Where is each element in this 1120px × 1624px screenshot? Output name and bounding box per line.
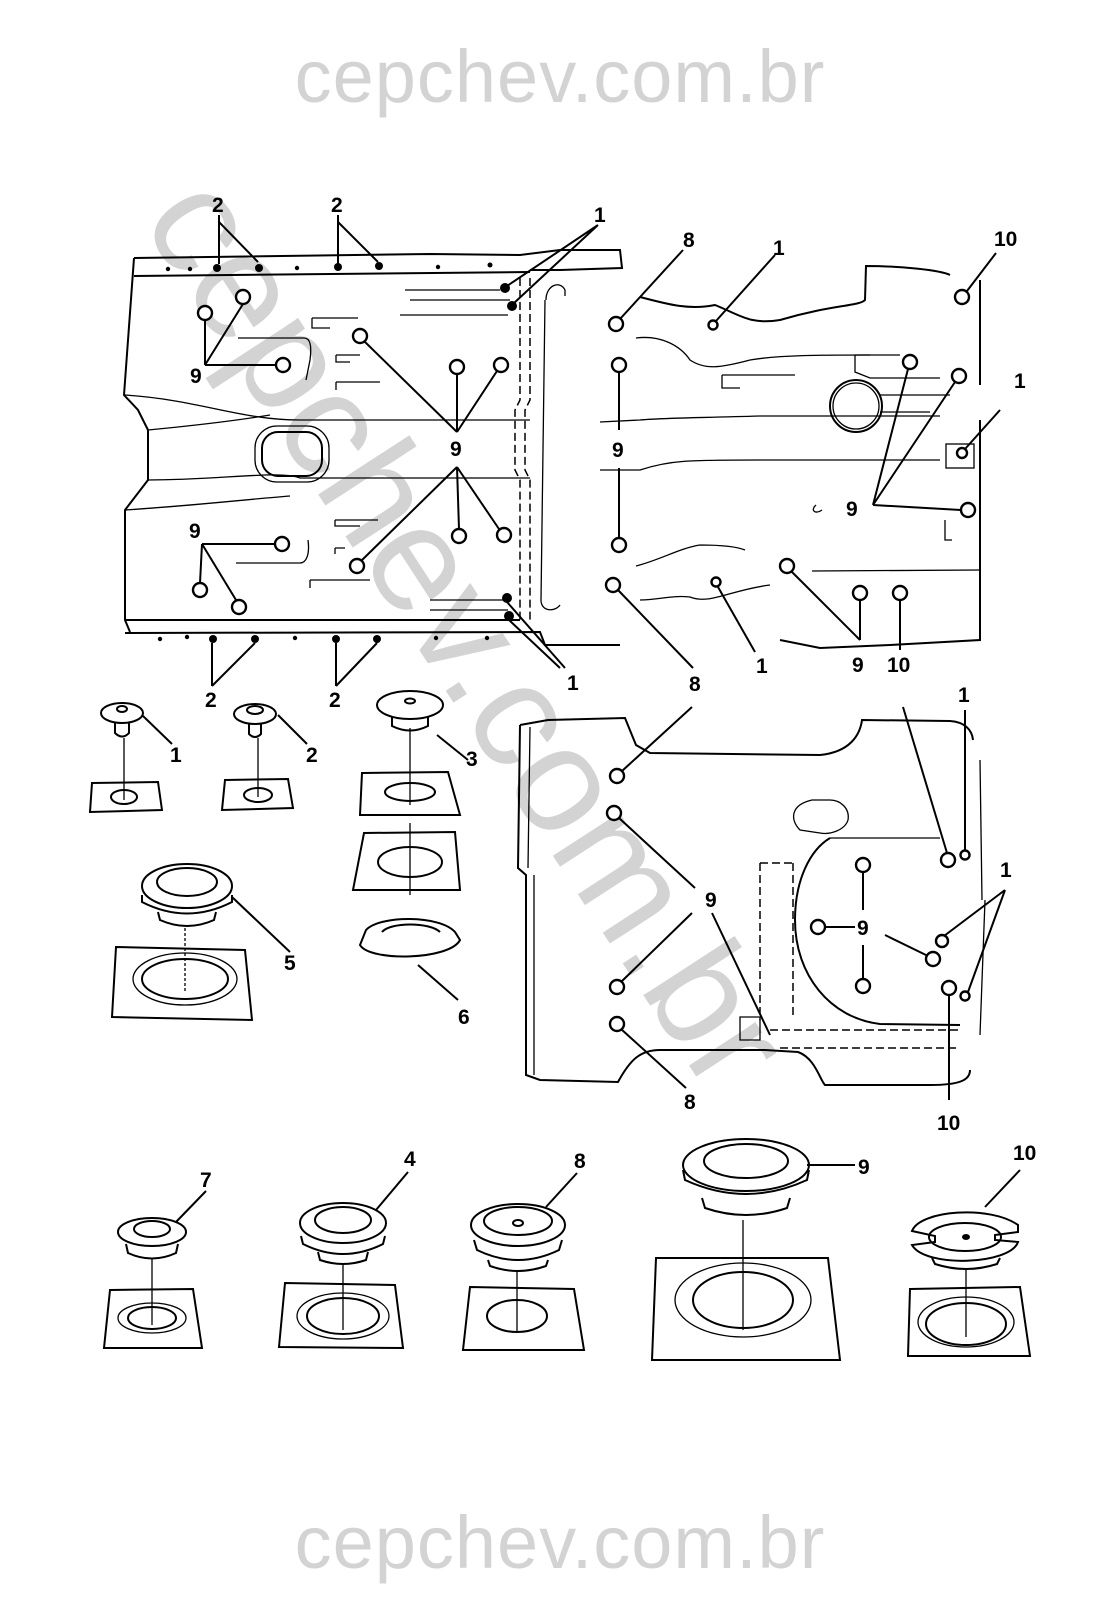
callout-9: 9 bbox=[857, 917, 869, 940]
part-10: 10 bbox=[906, 1142, 1036, 1357]
part-label-3: 3 bbox=[466, 748, 478, 771]
part-3: 3 6 bbox=[351, 690, 478, 1029]
part-label-10: 10 bbox=[1013, 1142, 1036, 1165]
part-5: 5 bbox=[110, 863, 296, 1022]
callout-9: 9 bbox=[450, 438, 462, 461]
diagonal-watermark: cepchev.com.br bbox=[113, 146, 824, 1116]
part-label-8: 8 bbox=[574, 1150, 586, 1173]
callout-9: 9 bbox=[190, 365, 202, 388]
part-2: 2 bbox=[220, 703, 318, 812]
callout-10: 10 bbox=[937, 1112, 960, 1135]
callout-8: 8 bbox=[684, 1091, 696, 1114]
callout-1: 1 bbox=[594, 204, 606, 227]
part-label-5: 5 bbox=[284, 952, 296, 975]
callout-1: 1 bbox=[567, 672, 579, 695]
watermark-top: cepchev.com.br bbox=[294, 35, 826, 118]
diagonal-watermark-text: cepchev.com.br bbox=[113, 146, 824, 1116]
callout-2: 2 bbox=[329, 689, 341, 712]
part-4: 4 bbox=[277, 1148, 416, 1350]
part-1: 1 bbox=[88, 702, 182, 814]
part-label-2: 2 bbox=[306, 744, 318, 767]
front-floor-pan: 2 2 1 9 9 9 2 2 1 bbox=[122, 194, 624, 712]
callout-9: 9 bbox=[846, 498, 858, 521]
part-label-1: 1 bbox=[170, 744, 182, 767]
watermark-bottom: cepchev.com.br bbox=[294, 1501, 826, 1584]
callout-2: 2 bbox=[212, 194, 224, 217]
callout-8: 8 bbox=[689, 673, 701, 696]
callout-1: 1 bbox=[1014, 370, 1026, 393]
callout-1: 1 bbox=[1000, 859, 1012, 882]
part-9: 9 bbox=[650, 1138, 870, 1361]
part-label-4: 4 bbox=[404, 1148, 416, 1171]
rear-floor-pan: 8 1 10 9 1 9 8 1 9 10 bbox=[599, 228, 1026, 696]
callout-10: 10 bbox=[887, 654, 910, 677]
callout-9: 9 bbox=[852, 654, 864, 677]
callout-9: 9 bbox=[705, 889, 717, 912]
callout-9: 9 bbox=[189, 520, 201, 543]
part-8: 8 bbox=[461, 1150, 586, 1351]
callout-2: 2 bbox=[205, 689, 217, 712]
part-label-7: 7 bbox=[200, 1169, 212, 1192]
part-label-6: 6 bbox=[458, 1006, 470, 1029]
callout-1: 1 bbox=[773, 237, 785, 260]
part-7: 7 bbox=[102, 1169, 212, 1349]
callout-2: 2 bbox=[331, 194, 343, 217]
callout-10: 10 bbox=[994, 228, 1017, 251]
trunk-floor-pan: 1 9 9 1 8 10 bbox=[516, 684, 1012, 1135]
callout-9: 9 bbox=[612, 439, 624, 462]
callout-1: 1 bbox=[756, 655, 768, 678]
callout-1: 1 bbox=[958, 684, 970, 707]
part-label-9: 9 bbox=[858, 1156, 870, 1179]
callout-8: 8 bbox=[683, 229, 695, 252]
